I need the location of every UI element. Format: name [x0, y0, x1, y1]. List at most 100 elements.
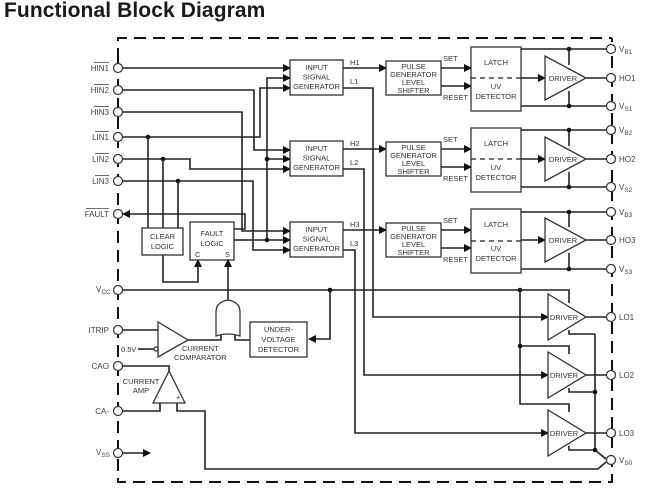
- pin-vb2[interactable]: VB2: [605, 124, 633, 138]
- reset-label: RESET: [443, 174, 468, 183]
- svg-text:CURRENT: CURRENT: [182, 344, 219, 353]
- channel-3: INPUTSIGNALGENERATORH3L3PULSEGENERATORLE…: [289, 208, 606, 274]
- svg-text:VS3: VS3: [619, 265, 633, 276]
- pin-ca-minus-label: CA-: [95, 407, 109, 416]
- low-side-driver-3: DRIVER: [547, 408, 588, 458]
- pg-label: GENERATOR: [390, 232, 437, 241]
- signal-l3: L3: [350, 239, 358, 248]
- reset-label: RESET: [443, 255, 468, 264]
- high-side-driver-1: DRIVER: [544, 54, 588, 102]
- reset-label: RESET: [443, 93, 468, 102]
- set-label: SET: [443, 135, 458, 144]
- pin-hin2-label: HIN2: [91, 86, 110, 95]
- svg-text:+: +: [176, 393, 181, 402]
- svg-text:C: C: [195, 250, 201, 259]
- isg-label: SIGNAL: [303, 154, 331, 163]
- isg-label: GENERATOR: [293, 244, 340, 253]
- pin-hin2[interactable]: HIN2: [91, 84, 124, 96]
- svg-text:HO3: HO3: [619, 236, 636, 245]
- isg-label: SIGNAL: [303, 235, 331, 244]
- svg-text:HO2: HO2: [619, 155, 636, 164]
- left-pins: HIN1 HIN2 HIN3 LIN1 LIN2 LIN3: [85, 62, 124, 459]
- svg-text:VB2: VB2: [619, 126, 633, 137]
- pin-vcc-label: VCC: [96, 285, 111, 296]
- svg-text:COMPARATOR: COMPARATOR: [174, 353, 227, 362]
- svg-text:-: -: [157, 393, 160, 402]
- pin-vs3[interactable]: VS3: [605, 263, 633, 277]
- pin-lin1-label: LIN1: [92, 133, 109, 142]
- svg-text:HO1: HO1: [619, 74, 636, 83]
- pg-label: PULSE: [401, 62, 426, 71]
- pin-lo2[interactable]: LO2: [605, 369, 635, 381]
- pg-label: PULSE: [401, 143, 426, 152]
- pin-vss-label: VSS: [96, 448, 111, 459]
- pin-lin1[interactable]: LIN1: [92, 131, 124, 143]
- fault-logic-block: FAULT LOGIC C S: [189, 221, 235, 261]
- svg-text:S: S: [225, 250, 230, 259]
- pg-label: SHIFTER: [397, 167, 430, 176]
- uv-label: DETECTOR: [475, 254, 517, 263]
- driver-label: DRIVER: [549, 155, 578, 164]
- svg-text:UNDER-: UNDER-: [264, 325, 294, 334]
- uv-label: DETECTOR: [475, 173, 517, 182]
- pg-label: LEVEL: [402, 159, 425, 168]
- pin-lin3[interactable]: LIN3: [92, 175, 124, 187]
- pin-lin2[interactable]: LIN2: [92, 153, 124, 165]
- driver-label: DRIVER: [550, 313, 579, 322]
- pin-fault[interactable]: FAULT: [85, 208, 124, 220]
- signal-h1: H1: [350, 58, 360, 67]
- latch-label: LATCH: [484, 58, 508, 67]
- high-side-driver-2: DRIVER: [544, 135, 588, 183]
- low-side-driver-1: DRIVER: [547, 292, 588, 342]
- pin-hin1[interactable]: HIN1: [91, 62, 124, 74]
- channel-2: INPUTSIGNALGENERATORH2L2PULSEGENERATORLE…: [289, 127, 606, 193]
- isg-label: GENERATOR: [293, 163, 340, 172]
- undervoltage-detector-block: UNDER- VOLTAGE DETECTOR: [249, 321, 308, 358]
- svg-text:VB3: VB3: [619, 208, 633, 219]
- right-pins: VB1 HO1 VS1 VB2 HO2 VS2 VB3 HO3 VS3 LO1 …: [605, 43, 637, 468]
- pg-label: LEVEL: [402, 78, 425, 87]
- pin-vs2[interactable]: VS2: [605, 181, 633, 195]
- pin-cao[interactable]: CAO: [92, 360, 124, 372]
- signal-l2: L2: [350, 158, 358, 167]
- pin-hin3-label: HIN3: [91, 108, 110, 117]
- pin-itrip-label: ITRIP: [89, 326, 109, 335]
- pin-ho1[interactable]: HO1: [605, 72, 637, 84]
- pin-vcc[interactable]: VCC: [96, 284, 124, 296]
- pin-ca-minus[interactable]: CA-: [95, 405, 124, 417]
- pin-lo1[interactable]: LO1: [605, 311, 635, 323]
- pg-label: GENERATOR: [390, 151, 437, 160]
- signal-h2: H2: [350, 139, 360, 148]
- pin-vs1[interactable]: VS1: [605, 100, 633, 114]
- pin-hin3[interactable]: HIN3: [91, 106, 124, 118]
- pin-vs0[interactable]: VS0: [605, 454, 633, 468]
- pin-itrip[interactable]: ITRIP: [89, 324, 124, 336]
- pin-vb3[interactable]: VB3: [605, 206, 633, 220]
- low-side-driver-2: DRIVER: [547, 350, 588, 400]
- isg-label: GENERATOR: [293, 82, 340, 91]
- driver-label: DRIVER: [549, 236, 578, 245]
- uv-label: DETECTOR: [475, 92, 517, 101]
- pin-hin1-label: HIN1: [91, 64, 110, 73]
- pin-lo3[interactable]: LO3: [605, 427, 635, 439]
- svg-text:DETECTOR: DETECTOR: [258, 345, 300, 354]
- pin-ho3[interactable]: HO3: [605, 234, 637, 246]
- pin-cao-label: CAO: [92, 362, 109, 371]
- isg-label: INPUT: [305, 225, 328, 234]
- pin-ho2[interactable]: HO2: [605, 153, 637, 165]
- clear-logic-block: CLEAR LOGIC: [141, 227, 184, 256]
- driver-label: DRIVER: [550, 429, 579, 438]
- svg-text:VB1: VB1: [619, 45, 633, 56]
- pg-label: PULSE: [401, 224, 426, 233]
- signal-h3: H3: [350, 220, 360, 229]
- pin-vss[interactable]: VSS: [96, 447, 124, 459]
- set-label: SET: [443, 216, 458, 225]
- pin-vb1[interactable]: VB1: [605, 43, 633, 57]
